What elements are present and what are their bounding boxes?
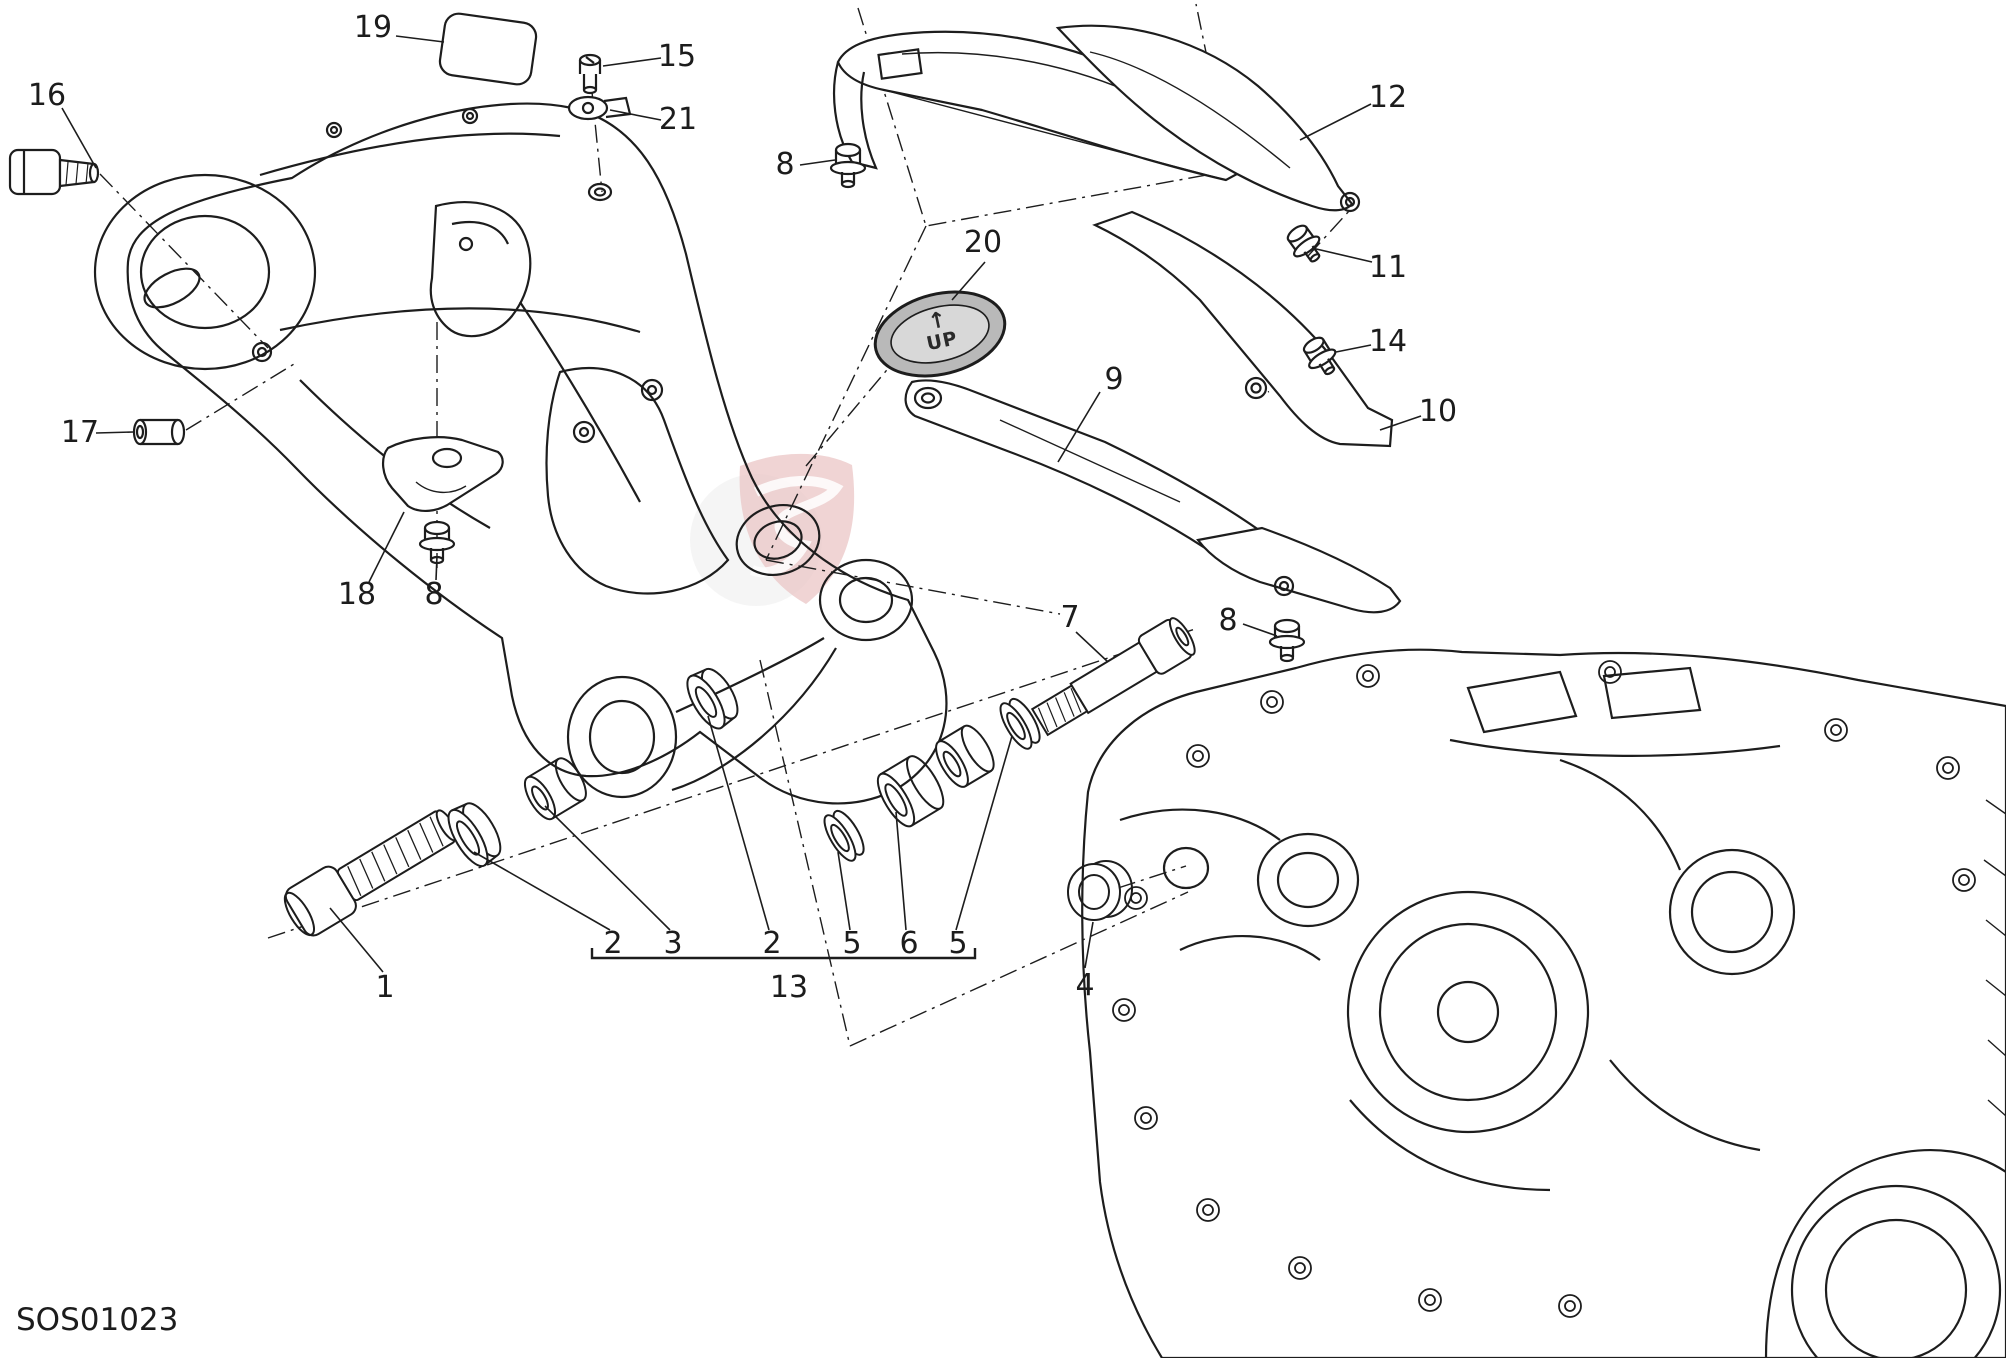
crankcase: [1081, 648, 2006, 1358]
callout-15: 15: [657, 39, 697, 74]
bush-6: [935, 724, 995, 788]
callout-21: 21: [658, 102, 698, 137]
upper-chain-guide: [829, 24, 1394, 448]
pad-19-group: [438, 12, 632, 121]
callout-12: 12: [1368, 80, 1408, 115]
guard-plate-10: [1196, 526, 1402, 614]
callout-10: 10: [1418, 394, 1458, 429]
spacer-3: [523, 757, 587, 821]
callout-19: 19: [353, 10, 393, 45]
leader-lines: [61, 35, 1422, 973]
needle-bearing-6: [876, 755, 945, 828]
axle-bolt-1: [283, 809, 459, 937]
pivot-pin-7: [1030, 617, 1196, 737]
screw-14: [1302, 336, 1337, 376]
seal-5-right: [999, 697, 1041, 750]
callout-3: 3: [663, 926, 683, 961]
callout-20: 20: [963, 225, 1003, 260]
callout-2a: 2: [603, 926, 623, 961]
callout-8c: 8: [1218, 603, 1238, 638]
rubber-pad-19: [438, 12, 538, 86]
bearing-2-left: [447, 802, 502, 868]
callout-5a: 5: [842, 926, 862, 961]
rubber-pad-20: [873, 290, 1007, 378]
screw-8-top: [829, 142, 867, 189]
callout-18: 18: [337, 577, 377, 612]
callout-13: 13: [769, 970, 809, 1005]
callout-16: 16: [27, 78, 67, 113]
chain-guard-12: [1055, 24, 1354, 212]
bolt-16: [8, 148, 100, 196]
callout-11: 11: [1368, 250, 1408, 285]
group-bracket-13: [590, 948, 977, 960]
chain-guide-lower-run: [1092, 210, 1394, 448]
callout-4: 4: [1075, 968, 1095, 1003]
fitting-17: [132, 418, 186, 446]
callout-8a: 8: [775, 147, 795, 182]
cap-4: [1067, 860, 1133, 921]
left-fasteners: [8, 148, 504, 565]
callout-5b: 5: [948, 926, 968, 961]
callout-6: 6: [899, 926, 919, 961]
bracket-18: [382, 436, 504, 512]
callout-14: 14: [1368, 324, 1408, 359]
axle-and-bearings: [283, 617, 1196, 937]
callout-2b: 2: [762, 926, 782, 961]
callout-9: 9: [1104, 362, 1124, 397]
bearing-2-right: [686, 667, 739, 730]
seal-5-left: [823, 809, 865, 862]
watermark-logo: [690, 453, 855, 606]
lower-chain-guard: [904, 379, 1402, 663]
callout-8b: 8: [424, 577, 444, 612]
screw-15: [578, 53, 602, 95]
crankcase-bolt-holes: [1112, 660, 1976, 1318]
clamp-21: [567, 95, 632, 121]
screw-8-right: [1268, 618, 1306, 663]
drawing-code: SOS01023: [16, 1302, 179, 1338]
callout-7: 7: [1060, 600, 1080, 635]
callout-17: 17: [60, 415, 100, 450]
swingarm: [93, 102, 948, 805]
callout-1: 1: [375, 970, 395, 1005]
screw-11: [1286, 224, 1321, 263]
